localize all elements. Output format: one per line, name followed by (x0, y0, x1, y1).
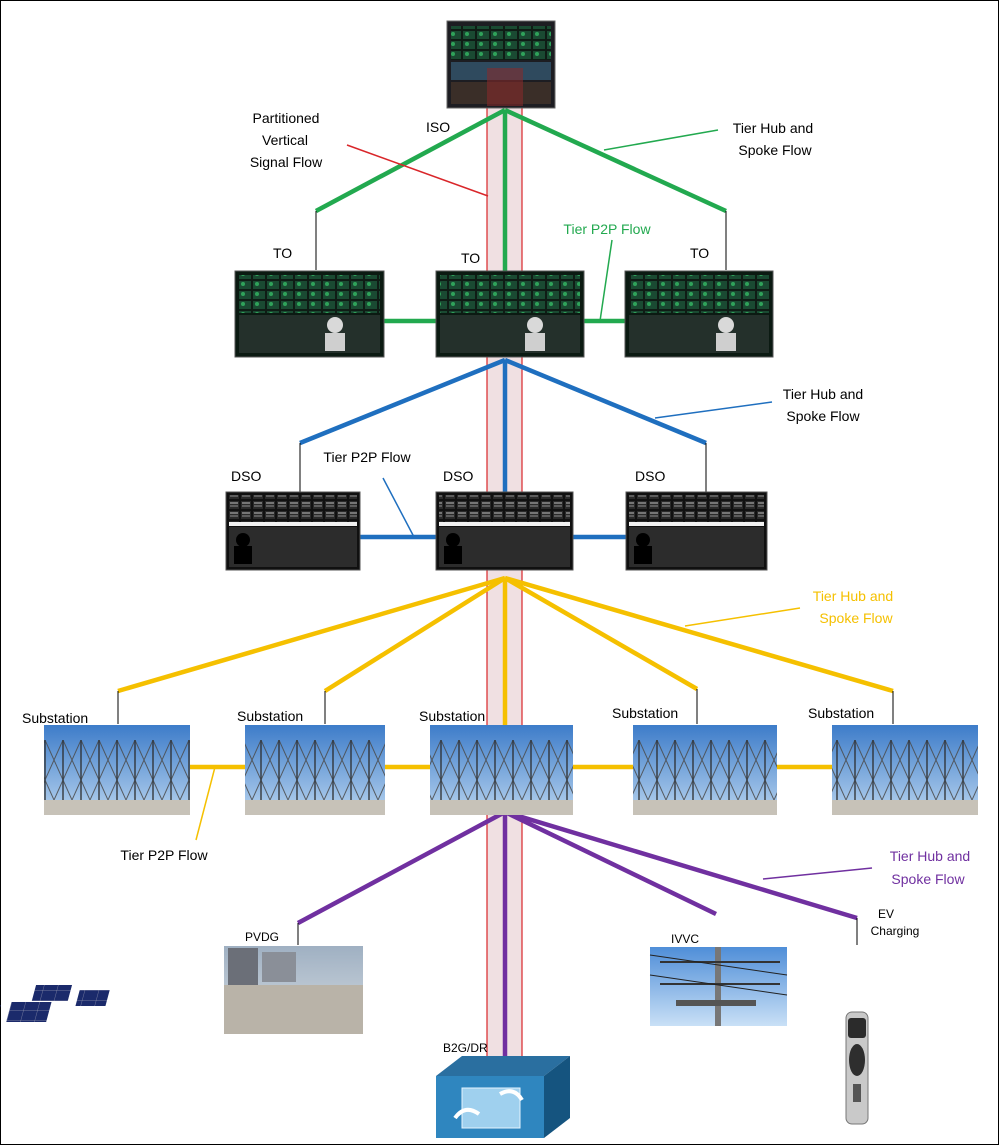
ivvc-node (649, 947, 788, 1026)
dso-label-3: DSO (635, 468, 665, 484)
to-label-1: TO (273, 245, 292, 261)
edge-hub-line-2: Spoke Flow (891, 871, 965, 887)
dso-hub-line-1: Tier Hub and (783, 386, 863, 402)
iso-hub-line-1: Tier Hub and (733, 120, 813, 136)
dso-node-2 (435, 491, 574, 571)
to-p2p-label: Tier P2P Flow (563, 221, 651, 237)
partitioned-line-2: Vertical (262, 132, 308, 148)
substation-node-5 (832, 725, 978, 815)
node-labels: ISO TO TO TO DSO DSO DSO Substation Subs… (22, 119, 874, 726)
substation-node-1 (44, 725, 190, 815)
annotations: Partitioned Vertical Signal Flow Tier Hu… (120, 110, 970, 887)
substation-node-2 (245, 725, 385, 815)
dso-tier-links (299, 357, 707, 540)
substation-node-3 (430, 725, 573, 815)
dso-node-1 (225, 491, 361, 571)
b2g-dr-node (436, 1056, 570, 1138)
to-node-2 (435, 270, 585, 358)
substation-label-5: Substation (808, 705, 874, 721)
dso-hub-line-2: Spoke Flow (786, 408, 860, 424)
iso-label: ISO (426, 119, 450, 135)
partitioned-line-1: Partitioned (253, 110, 320, 126)
iso-node (446, 20, 556, 109)
dso-node-3 (625, 491, 768, 571)
to-label-3: TO (690, 245, 709, 261)
pvdg-node (0, 946, 363, 1034)
edge-hub-line-1: Tier Hub and (890, 848, 970, 864)
to-node-3 (624, 270, 774, 358)
substation-label-4: Substation (612, 705, 678, 721)
dso-p2p-label: Tier P2P Flow (323, 449, 411, 465)
pvdg-label: PVDG (245, 930, 279, 944)
ev-label-line-2: Charging (871, 924, 920, 938)
ev-charging-node (845, 1011, 869, 1125)
to-node-1 (234, 270, 385, 358)
sub-hub-line-2: Spoke Flow (819, 610, 893, 626)
substation-label-3: Substation (419, 708, 485, 724)
ivvc-label: IVVC (671, 932, 699, 946)
sub-p2p-label: Tier P2P Flow (120, 847, 208, 863)
partitioned-line-3: Signal Flow (250, 154, 323, 170)
b2g-label: B2G/DR (443, 1041, 488, 1055)
to-label-2: TO (461, 250, 480, 266)
iso-hub-line-2: Spoke Flow (738, 142, 812, 158)
substation-label-2: Substation (237, 708, 303, 724)
edge-tier-links (296, 809, 858, 1075)
dso-label-1: DSO (231, 468, 261, 484)
substation-tier-links (117, 575, 894, 770)
ev-label-line-1: EV (878, 907, 894, 921)
substation-node-4 (633, 725, 777, 815)
edge-labels: PVDG B2G/DR IVVC EV Charging (245, 907, 919, 1055)
substation-label-1: Substation (22, 710, 88, 726)
sub-hub-line-1: Tier Hub and (813, 588, 893, 604)
dso-label-2: DSO (443, 468, 473, 484)
annotation-leaders (195, 129, 873, 880)
iso-tier-links (314, 107, 727, 324)
